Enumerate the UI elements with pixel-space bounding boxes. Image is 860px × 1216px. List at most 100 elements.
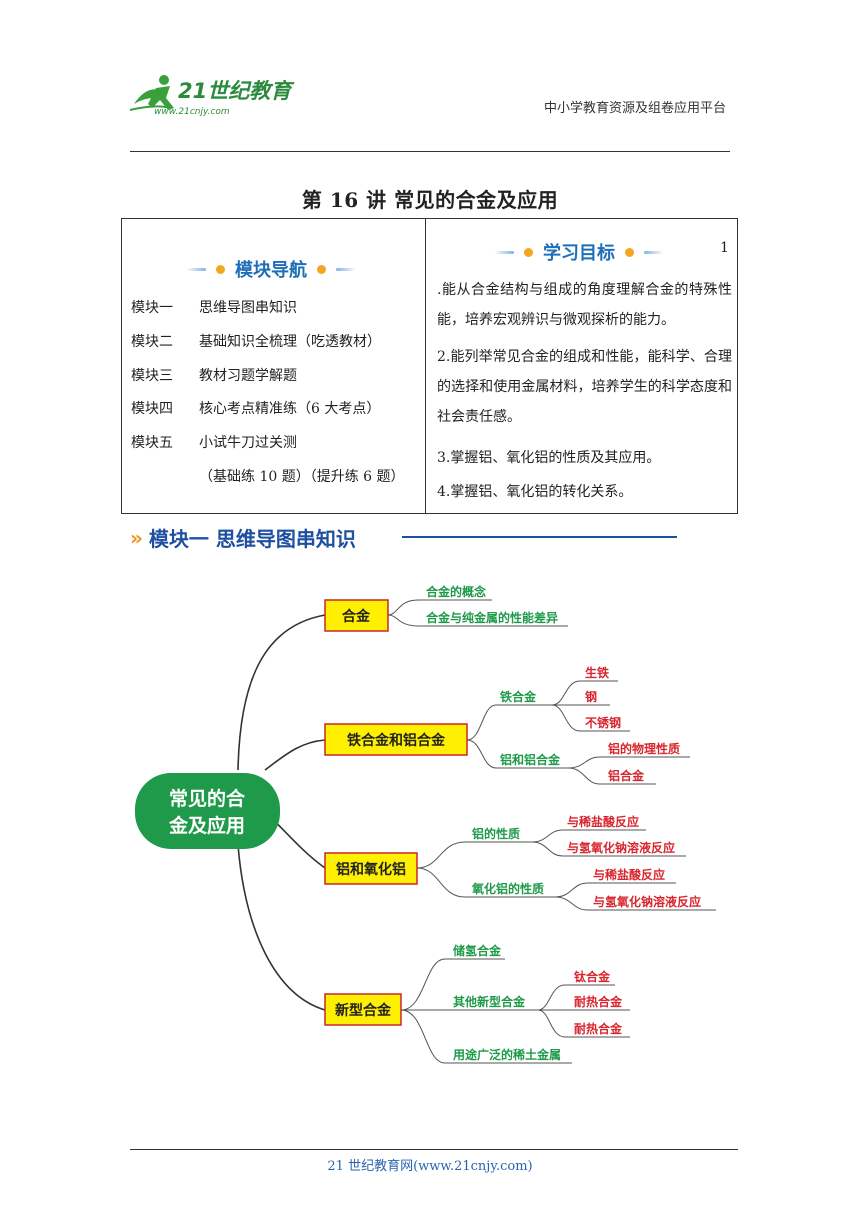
module-text: 思维导图串知识 (199, 300, 297, 316)
section-heading: » 模块一 思维导图串知识 (130, 523, 356, 552)
module-key: 模块五 (131, 435, 173, 451)
branch-node (324, 599, 389, 632)
heading-dot-icon (317, 264, 326, 274)
branch-label: 新型合金 (335, 1002, 392, 1019)
root-label-line1: 常见的合 (169, 787, 246, 810)
sub-topic: 合金的概念 (426, 584, 486, 599)
connector-line (416, 841, 532, 869)
connector-line (416, 867, 555, 898)
module-row: 模块一 思维导图串知识 (131, 297, 297, 317)
mind-map-root (135, 773, 280, 849)
connector-line (551, 680, 618, 706)
heading-bar-left (494, 250, 514, 254)
heading-dot-icon (524, 247, 533, 257)
connector-line (264, 739, 326, 771)
learning-goals-heading: 学习目标 (494, 239, 664, 265)
logo-text: 21世纪教育 (178, 79, 295, 103)
heading-bar-left (186, 267, 206, 271)
module-text: 基础知识全梳理（吃透教材） (199, 334, 381, 350)
footer-divider (130, 1149, 738, 1150)
leaf-topic: 铝合金 (608, 768, 645, 783)
connector-line (554, 896, 716, 911)
sub-topic: 合金与纯金属的性能差异 (426, 610, 558, 625)
heading-bar-right (644, 250, 664, 254)
leaf-topic: 耐热合金 (574, 1021, 623, 1036)
branch-node (324, 852, 418, 885)
sub-topic: 铁合金 (500, 689, 537, 704)
goal-item: 4.掌握铝、氧化铝的转化关系。 (437, 484, 633, 500)
module-nav-title: 模块导航 (235, 260, 307, 281)
module-key: 模块二 (131, 334, 173, 350)
leaf-topic: 不锈钢 (585, 715, 621, 730)
leaf-topic: 耐热合金 (574, 994, 623, 1009)
module-row: 模块四 核心考点精准练（6 大考点） (131, 398, 380, 418)
sub-topic: 用途广泛的稀土金属 (452, 1047, 561, 1062)
module-text: 核心考点精准练（6 大考点） (199, 401, 381, 417)
connector-line (387, 614, 568, 627)
logo-url: www.21cnjy.com (154, 107, 230, 117)
header-divider (130, 151, 730, 152)
sub-topic: 铝的性质 (472, 826, 520, 841)
branch-label: 合金 (342, 608, 371, 625)
module-row: （基础练 10 题）（提升练 6 题） (131, 466, 405, 486)
connector-line (537, 1009, 630, 1038)
leaf-topic: 与氢氧化钠溶液反应 (567, 840, 675, 855)
learning-goals-title: 学习目标 (543, 243, 615, 264)
table-divider (425, 218, 426, 514)
heading-dot-icon (625, 247, 634, 257)
sub-topic: 氧化铝的性质 (471, 881, 544, 896)
connector-line (554, 882, 676, 898)
sub-topic: 铝和铝合金 (500, 752, 561, 767)
connector-line (400, 958, 505, 1011)
heading-bar-right (336, 267, 356, 271)
module-key: 模块一 (131, 300, 173, 316)
leaf-topic: 生铁 (585, 665, 609, 680)
connector-line (537, 984, 615, 1011)
heading-dot-icon (216, 264, 225, 274)
overview-table (121, 218, 738, 514)
leaf-topic: 钛合金 (574, 969, 611, 984)
leaf-topic: 与稀盐酸反应 (593, 867, 665, 882)
branch-node (324, 993, 402, 1026)
module-text: 小试牛刀过关测 (199, 435, 297, 451)
module-row: 模块五 小试牛刀过关测 (131, 432, 297, 452)
footer-text: 21 世纪教育网(www.21cnjy.com) (327, 1159, 533, 1174)
module-row: 模块二 基础知识全梳理（吃透教材） (131, 331, 381, 351)
mind-map: 常见的合 金及应用 合金 铁合金和铝合金 铝和氧化铝 新型合金 合金的概念 合金… (135, 584, 716, 1064)
leaf-topic: 铝的物理性质 (608, 741, 680, 756)
module-nav-heading: 模块导航 (186, 256, 356, 282)
connector-line (551, 704, 630, 732)
module-text: 教材习题学解题 (199, 368, 297, 384)
sub-topic: 储氢合金 (453, 943, 502, 958)
module-key: 模块三 (131, 368, 173, 384)
goal-item: .能从合金结构与组成的角度理解合金的特殊性能，培养宏观辨识与微观探析的能力。 (437, 282, 732, 328)
page-number: 1 (720, 240, 729, 256)
leaf-topic: 与稀盐酸反应 (567, 814, 639, 829)
logo-runner-icon: 21世纪教育 www.21cnjy.com (129, 75, 295, 117)
module-row: 模块三 教材习题学解题 (131, 365, 297, 385)
double-chevron-icon: » (130, 525, 143, 550)
connector-line (531, 829, 646, 843)
connector-line (237, 844, 326, 1011)
branch-label: 铝和氧化铝 (336, 861, 406, 878)
leaf-topic: 钢 (585, 689, 597, 704)
section-underline (402, 536, 677, 538)
site-logo: 21世纪教育 www.21cnjy.com (126, 68, 296, 118)
branch-node (324, 723, 468, 756)
connector-line (466, 739, 568, 769)
connector-line (567, 767, 656, 785)
connector-line (466, 704, 552, 741)
goal-item: 3.掌握铝、氧化铝的性质及其应用。 (437, 450, 661, 466)
module-key: 模块四 (131, 401, 173, 417)
connector-line (400, 1009, 572, 1064)
connector-line (387, 599, 492, 616)
module-text: （基础练 10 题）（提升练 6 题） (199, 469, 405, 485)
page-title: 第 16 讲 常见的合金及应用 (301, 188, 559, 212)
sub-topic: 其他新型合金 (453, 994, 526, 1009)
platform-name: 中小学教育资源及组卷应用平台 (543, 101, 726, 116)
goal-item: 2.能列举常见合金的组成和性能，能科学、合理的选择和使用金属材料，培养学生的科学… (437, 349, 732, 425)
connector-line (531, 841, 686, 857)
section-title: 模块一 思维导图串知识 (148, 527, 356, 551)
connector-line (237, 614, 326, 771)
branch-label: 铁合金和铝合金 (347, 732, 446, 749)
